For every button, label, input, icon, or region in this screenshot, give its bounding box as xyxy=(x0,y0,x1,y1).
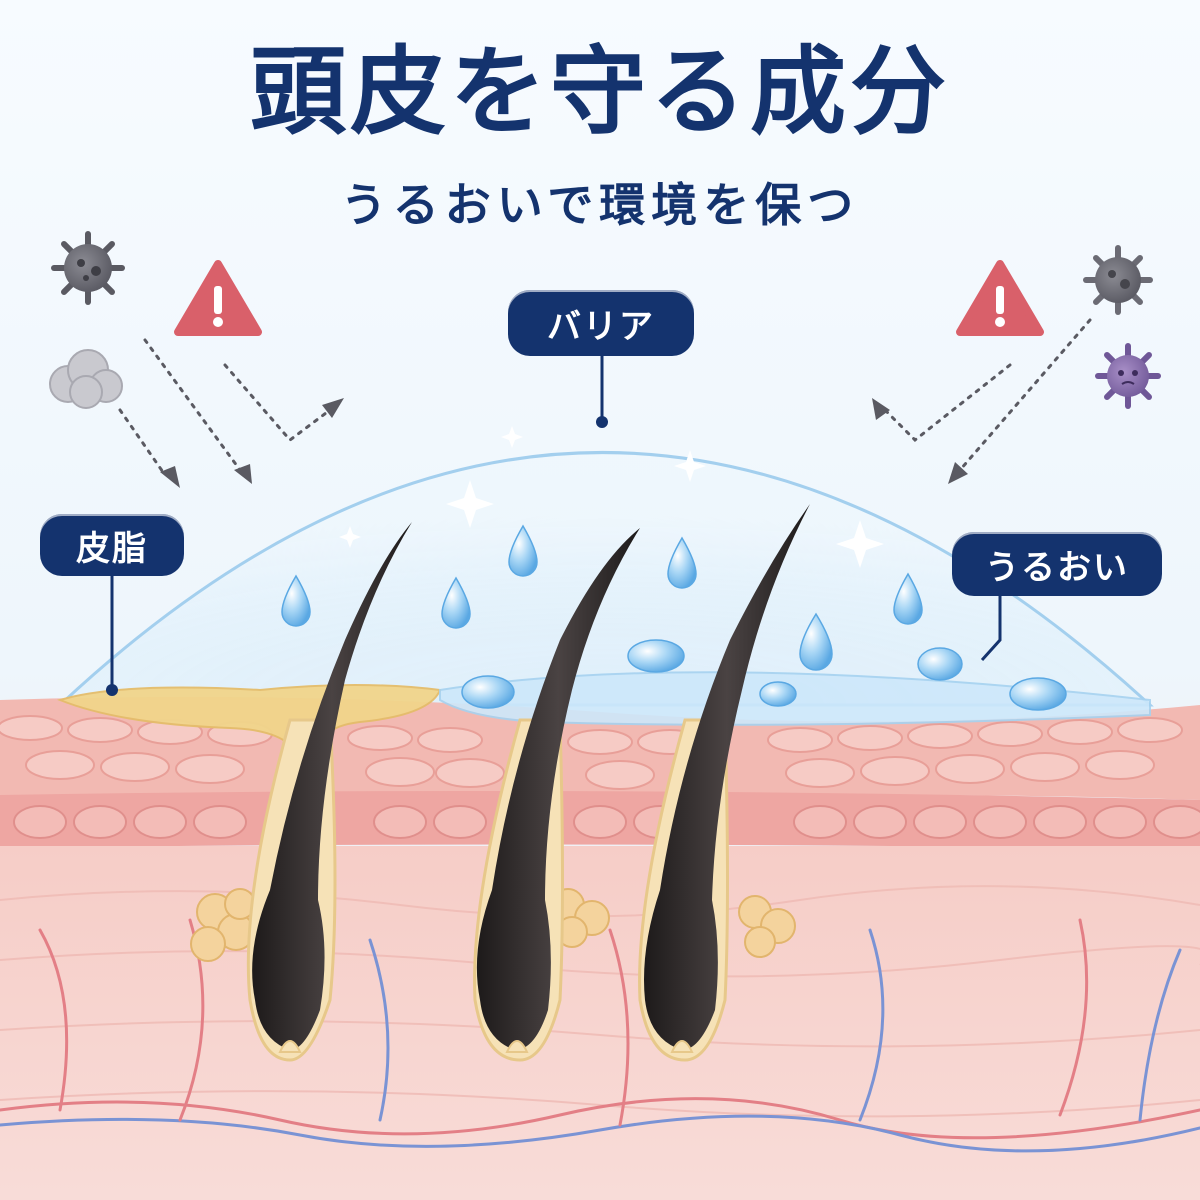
sebum-pool xyxy=(56,684,442,802)
water-drop-icon xyxy=(667,536,697,589)
page-title: 頭皮を守る成分 xyxy=(250,36,950,148)
water-drop-icon xyxy=(508,524,538,577)
hair-strand-icon xyxy=(644,504,810,1050)
germ-icon xyxy=(51,231,125,305)
hair-strand-icon xyxy=(476,528,640,1050)
threat-arrows xyxy=(118,318,1092,477)
barrier-label: バリア xyxy=(508,290,694,356)
arrow-heads xyxy=(160,398,968,488)
warning-icon xyxy=(956,260,1044,336)
water-drop-icon xyxy=(799,612,833,671)
moisture-label: うるおい xyxy=(952,532,1162,596)
virus-icon xyxy=(1095,343,1161,409)
sparkle-icon xyxy=(339,426,884,568)
basal-cells xyxy=(13,805,1200,839)
hair-strand-icon xyxy=(252,522,412,1050)
moisture-connector xyxy=(980,596,1002,662)
germ-icon xyxy=(1083,245,1153,315)
page-subtitle: うるおいで環境を保つ xyxy=(340,178,860,232)
hair-strands xyxy=(252,504,810,1050)
water-drop-icon xyxy=(441,576,471,629)
water-drop-icon xyxy=(893,572,923,625)
dust-cloud-icon xyxy=(49,349,123,409)
water-beads xyxy=(461,639,1067,711)
sebum-label: 皮脂 xyxy=(40,514,184,576)
water-drop-icon xyxy=(281,574,311,627)
warning-icon xyxy=(174,260,262,336)
hair-bulbs xyxy=(278,1040,694,1053)
blood-vessels xyxy=(0,918,1200,1153)
water-drops xyxy=(281,524,923,671)
